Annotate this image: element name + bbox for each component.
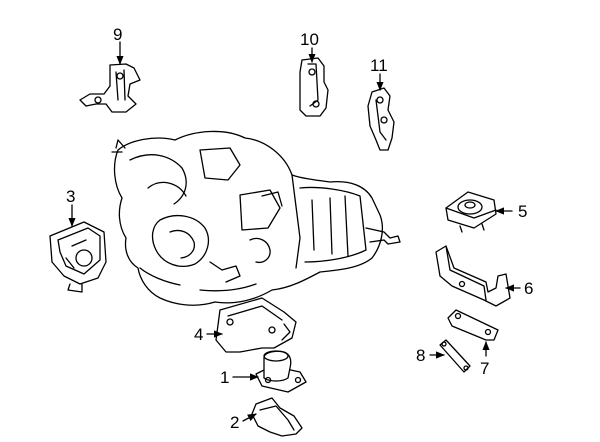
engine-transmission-assembly (111, 130, 401, 306)
part-9-bracket (79, 63, 141, 113)
callout-11: 11 (370, 56, 388, 75)
callout-5: 5 (518, 202, 527, 221)
callout-2: 2 (230, 413, 239, 432)
part-1-mount (255, 350, 307, 393)
part-10-bracket (299, 57, 329, 117)
callout-6: 6 (524, 279, 533, 298)
part-6-bracket (435, 245, 511, 307)
callout-4: 4 (194, 325, 203, 344)
part-11-bracket (367, 87, 395, 151)
part-4-heat-shield (215, 297, 297, 353)
part-7-plate (447, 309, 499, 341)
callout-9: 9 (113, 25, 122, 44)
part-3-engine-mount (49, 221, 107, 293)
callout-10: 10 (300, 30, 319, 49)
callout-7: 7 (480, 359, 489, 378)
callout-labels: 9 10 11 3 5 6 7 8 4 1 2 (66, 25, 533, 432)
callout-1: 1 (220, 368, 229, 387)
part-5-mount (445, 191, 497, 233)
part-8-strap (439, 339, 471, 373)
callout-leaders (68, 41, 521, 422)
part-2-heat-shield (251, 397, 303, 437)
callout-3: 3 (66, 187, 75, 206)
callout-8: 8 (416, 346, 425, 365)
